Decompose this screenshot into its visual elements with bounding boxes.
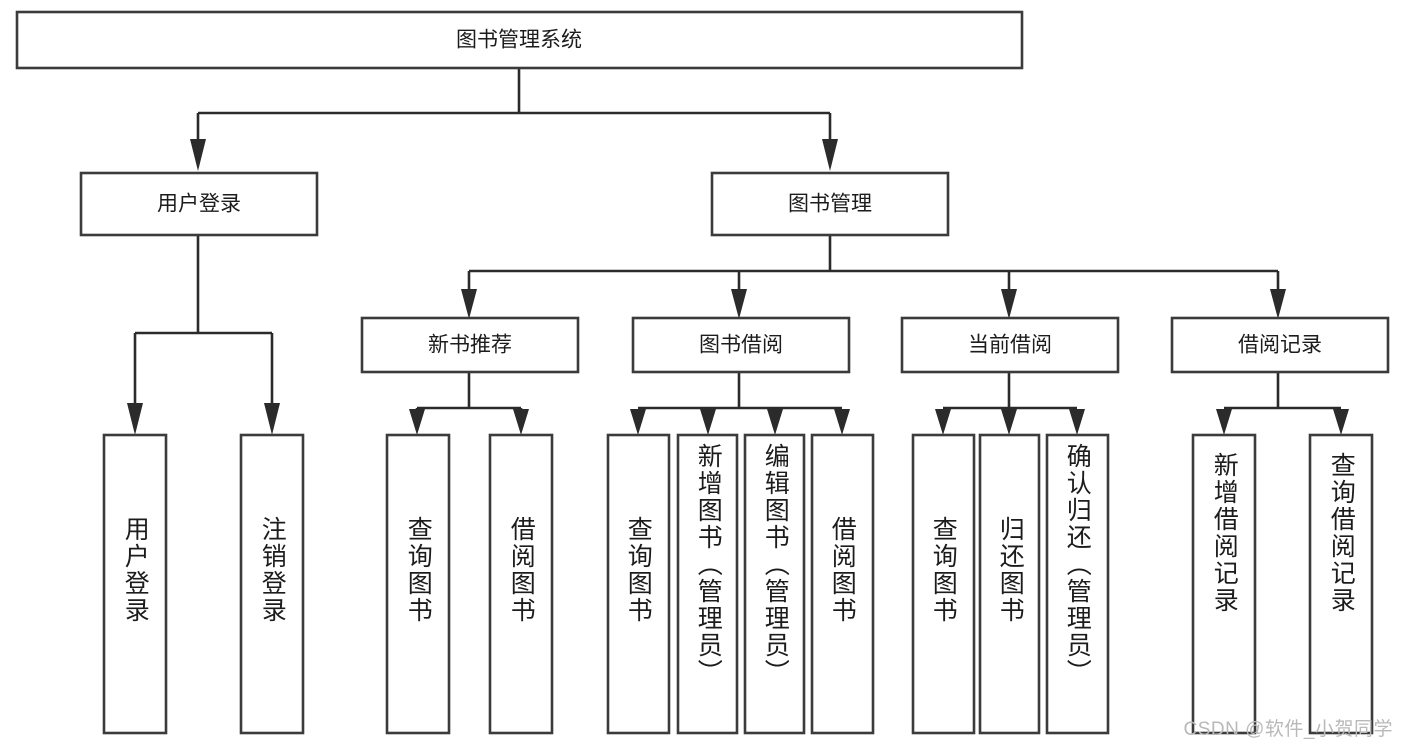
arrow-to-leaf-logout (264, 403, 280, 435)
leaf-box-query-book-cb[interactable] (911, 433, 976, 735)
connector-group-book-mgmt (461, 235, 1286, 319)
arrow-to-leaf-user-login (127, 403, 143, 435)
arrow-to-user-login (190, 139, 206, 171)
arrow-to-leaf-add-record (1216, 409, 1232, 435)
watermark-text: CSDN @软件_小贺同学 (1183, 719, 1393, 740)
arrow-to-book-mgmt (822, 139, 838, 171)
leaf-box-user-login[interactable] (102, 433, 168, 735)
arrow-to-leaf-query-book-cb (935, 409, 951, 435)
arrow-to-leaf-confirm-return (1069, 409, 1085, 435)
node-book-borrow-label: 图书借阅 (699, 334, 783, 357)
leaf-box-edit-book[interactable] (743, 433, 806, 735)
leaf-box-add-book[interactable] (676, 433, 739, 735)
leaf-box-borrow-book-nb[interactable] (488, 433, 554, 735)
arrow-to-leaf-edit-book (767, 409, 783, 435)
leaf-box-logout[interactable] (239, 433, 305, 735)
leaf-box-borrow-book-bb[interactable] (810, 433, 875, 735)
node-current-borrow-label: 当前借阅 (968, 334, 1052, 357)
arrow-to-current-borrow (1001, 289, 1017, 319)
node-borrow-record-box[interactable] (1170, 316, 1390, 374)
node-root[interactable]: 图书管理系统 (15, 10, 1024, 70)
arrow-to-leaf-add-book (700, 409, 716, 435)
connector-group-root (190, 68, 838, 171)
node-new-book-recommend-box[interactable] (360, 316, 580, 374)
leaf-box-query-book-nb[interactable] (385, 433, 451, 735)
arrow-to-leaf-borrow-book-bb (834, 409, 850, 435)
node-current-borrow[interactable]: 当前借阅 (900, 316, 1120, 374)
node-user-login[interactable]: 用户登录 (79, 171, 319, 237)
node-new-book-recommend[interactable]: 新书推荐 (360, 316, 580, 374)
arrow-to-leaf-query-book-bb (630, 409, 646, 435)
connector-group-user-login (127, 235, 280, 435)
node-user-login-label: 用户登录 (157, 193, 241, 216)
node-root-box[interactable] (15, 10, 1024, 70)
node-book-borrow[interactable]: 图书借阅 (631, 316, 851, 374)
node-book-management[interactable]: 图书管理 (710, 171, 950, 237)
leaf-box-confirm-return[interactable] (1045, 433, 1110, 735)
node-current-borrow-box[interactable] (900, 316, 1120, 374)
arrow-to-borrow-record (1270, 289, 1286, 319)
node-borrow-record-label: 借阅记录 (1238, 334, 1322, 357)
arrow-to-new-book (461, 289, 477, 319)
node-user-login-box[interactable] (79, 171, 319, 237)
node-book-borrow-box[interactable] (631, 316, 851, 374)
node-book-management-box[interactable] (710, 171, 950, 237)
leaf-box-query-record[interactable] (1308, 433, 1374, 735)
connector-group-current-borrow (935, 372, 1085, 435)
node-root-label: 图书管理系统 (456, 29, 582, 52)
arrow-to-leaf-borrow-book-nb (513, 409, 529, 435)
connector-group-borrow-record (1216, 372, 1349, 435)
arrow-to-leaf-query-record (1333, 409, 1349, 435)
connector-group-new-book (409, 372, 529, 435)
leaf-box-return-book[interactable] (978, 433, 1041, 735)
arrow-to-leaf-return-book (1001, 409, 1017, 435)
connector-group-book-borrow (630, 372, 850, 435)
node-new-book-recommend-label: 新书推荐 (428, 334, 512, 357)
leaf-box-query-book-bb[interactable] (606, 433, 671, 735)
arrow-to-book-borrow (731, 289, 747, 319)
arrow-to-leaf-query-book-nb (409, 409, 425, 435)
node-borrow-record[interactable]: 借阅记录 (1170, 316, 1390, 374)
node-book-management-label: 图书管理 (788, 193, 872, 216)
leaf-box-add-record[interactable] (1191, 433, 1257, 735)
